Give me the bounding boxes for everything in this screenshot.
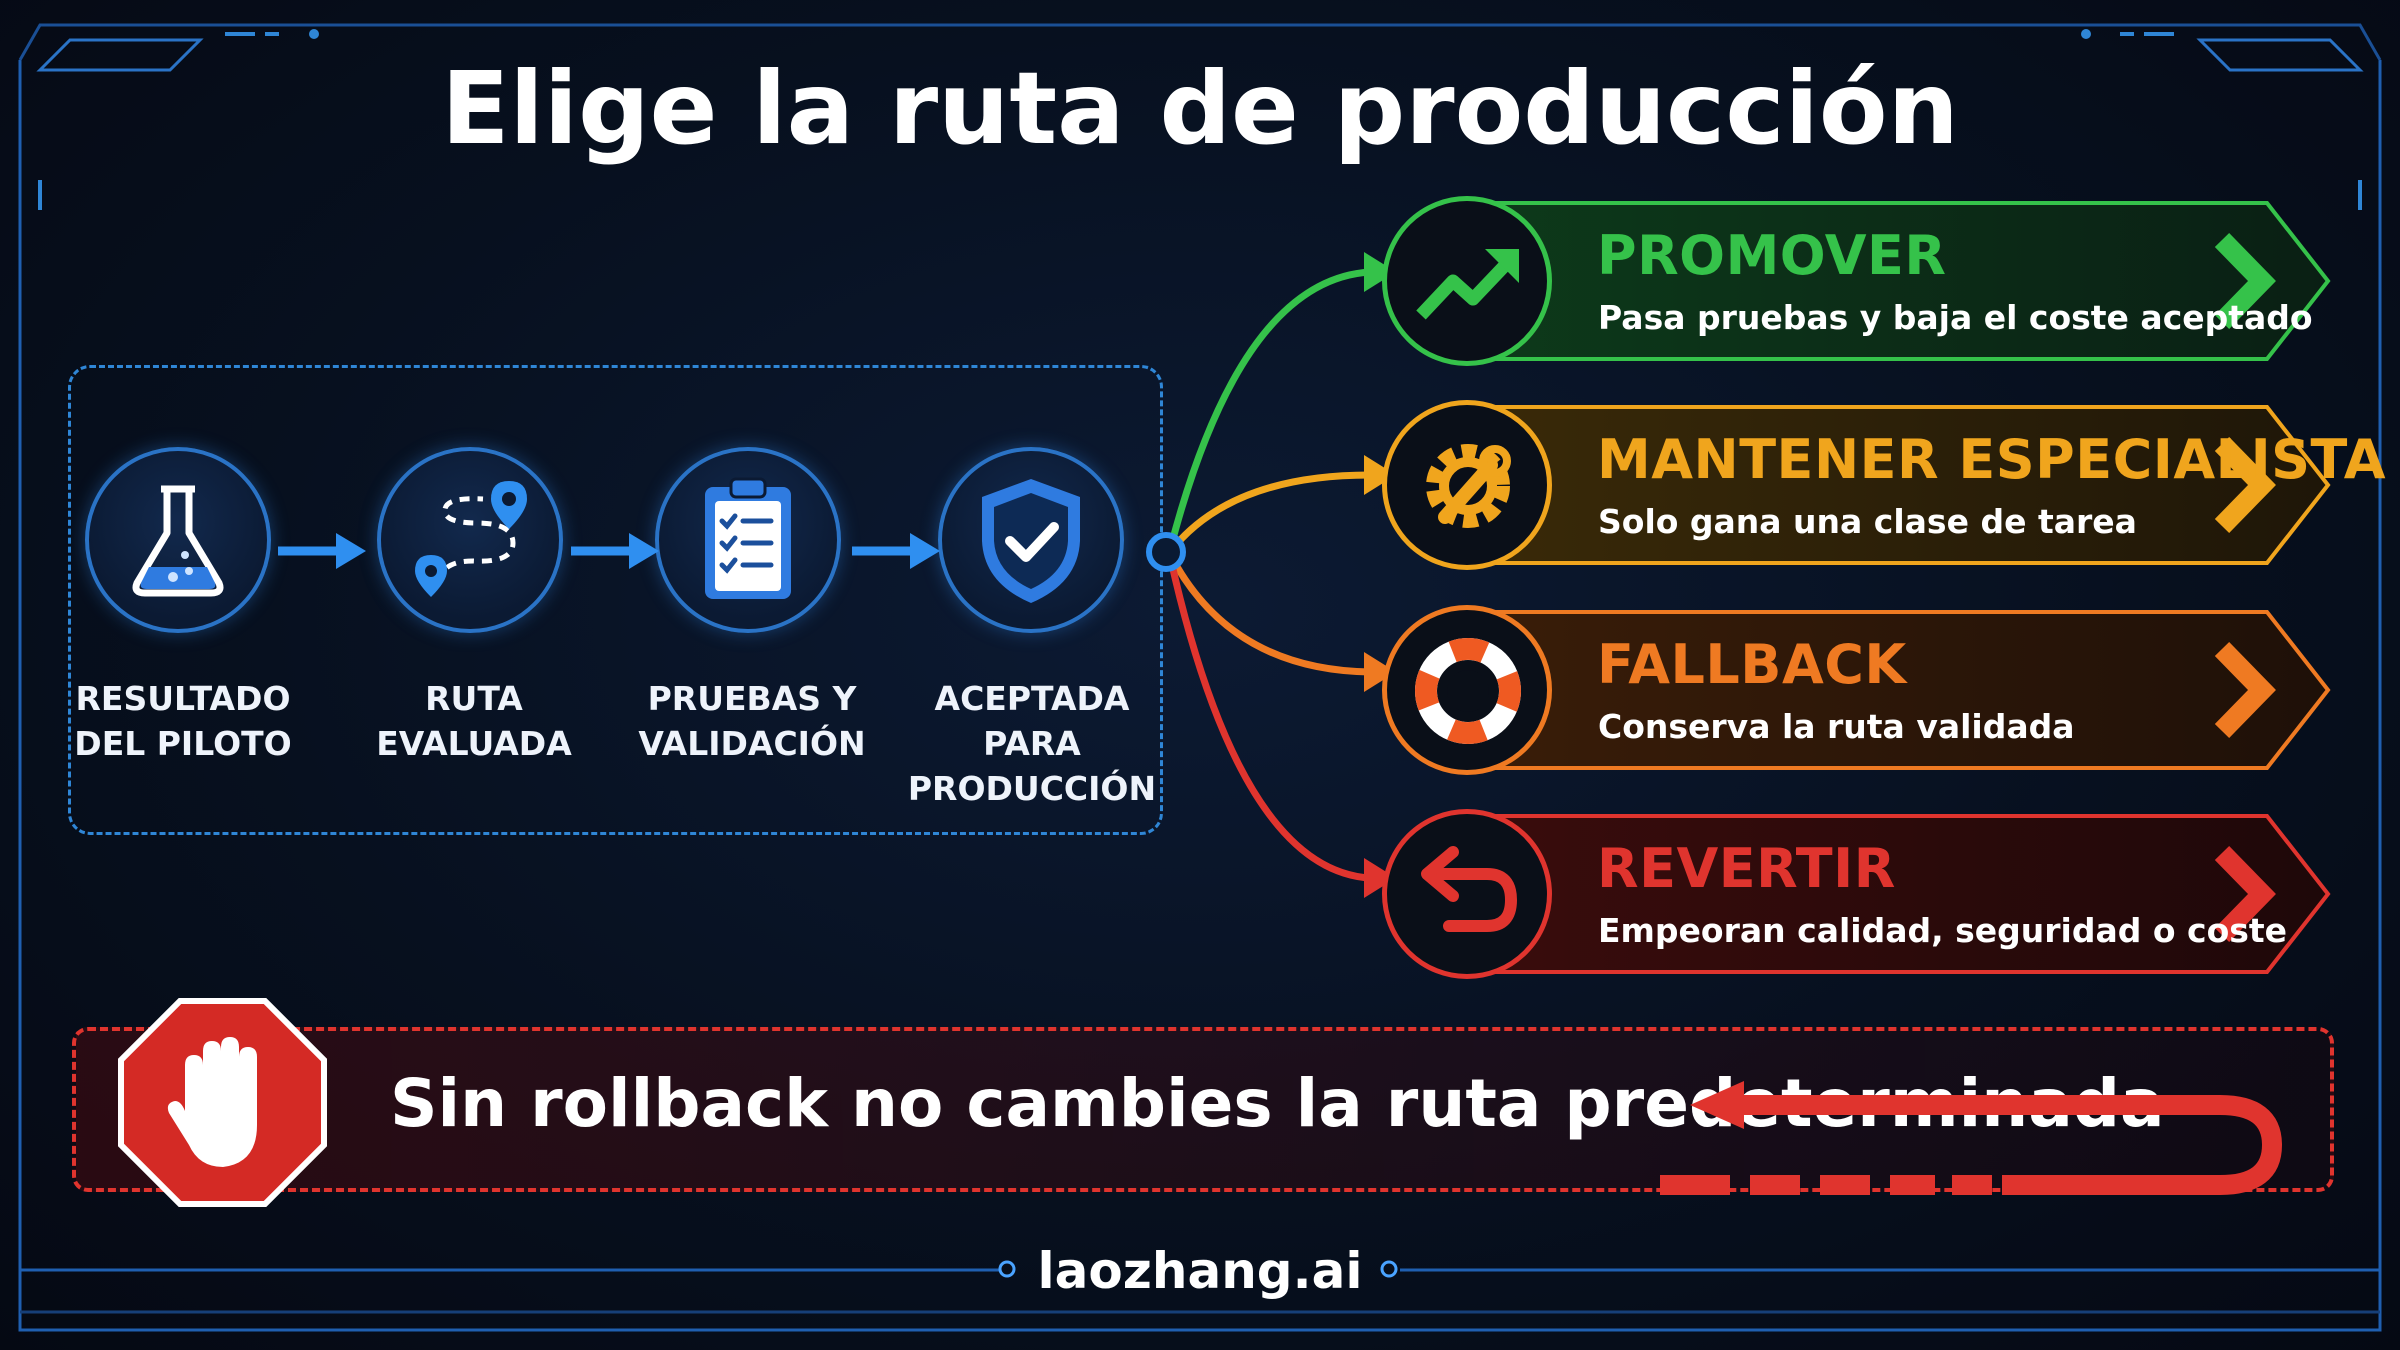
option-subtitle: Pasa pruebas y baja el coste aceptado bbox=[1598, 298, 2313, 337]
option-title: FALLBACK bbox=[1597, 633, 1907, 696]
clipboard-checklist-icon bbox=[705, 477, 791, 599]
trending-up-icon bbox=[1416, 249, 1519, 320]
undo-arrow-icon bbox=[1421, 846, 1518, 932]
shield-check-icon bbox=[982, 479, 1080, 603]
option-title: REVERTIR bbox=[1597, 837, 1896, 900]
chevron-right-icon bbox=[2214, 642, 2276, 738]
route-icon-circle bbox=[377, 447, 563, 633]
chevron-right-icon bbox=[2214, 437, 2276, 533]
option-subtitle: Conserva la ruta validada bbox=[1598, 707, 2075, 746]
option-title: PROMOVER bbox=[1597, 224, 1947, 287]
lifebuoy-icon bbox=[1415, 638, 1521, 744]
chevron-right-icon bbox=[2214, 846, 2276, 942]
gear-wrench-icon bbox=[1426, 444, 1511, 528]
return-arrow-icon bbox=[1660, 1081, 2283, 1195]
chevron-right-icon bbox=[2214, 233, 2276, 329]
flask-icon bbox=[132, 485, 224, 597]
option-title: MANTENER ESPECIALISTA bbox=[1597, 428, 2386, 491]
page-title: Elige la ruta de producción bbox=[441, 50, 1959, 167]
option-card-revertir[interactable]: REVERTIR Empeoran calidad, seguridad o c… bbox=[1382, 809, 2332, 979]
flow-arrow-1 bbox=[278, 533, 366, 569]
option-subtitle: Solo gana una clase de tarea bbox=[1598, 502, 2137, 541]
option-card-promover[interactable]: PROMOVER Pasa pruebas y baja el coste ac… bbox=[1382, 196, 2332, 366]
flow-arrow-2 bbox=[571, 533, 659, 569]
stop-hand-icon bbox=[118, 998, 327, 1207]
step-label-aceptada: ACEPTADA PARA PRODUCCIÓN bbox=[907, 679, 1157, 808]
step-label-ruta: RUTA EVALUADA bbox=[376, 679, 572, 763]
flow-arrow-3 bbox=[852, 533, 940, 569]
option-card-mantener[interactable]: MANTENER ESPECIALISTA Solo gana una clas… bbox=[1382, 400, 2386, 570]
option-card-fallback[interactable]: FALLBACK Conserva la ruta validada bbox=[1382, 605, 2332, 775]
shield-icon-circle bbox=[938, 447, 1124, 633]
pipeline-group bbox=[68, 365, 1163, 835]
step-label-resultado: RESULTADO DEL PILOTO bbox=[74, 679, 292, 763]
fallback-icon-ring bbox=[1382, 605, 1552, 775]
revertir-icon-ring bbox=[1382, 809, 1552, 979]
option-subtitle: Empeoran calidad, seguridad o coste bbox=[1598, 911, 2288, 950]
step-label-pruebas: PRUEBAS Y VALIDACIÓN bbox=[638, 679, 866, 763]
clipboard-icon-circle bbox=[655, 447, 841, 633]
mantener-icon-ring bbox=[1382, 400, 1552, 570]
footer-brand: laozhang.ai bbox=[1037, 1242, 1363, 1300]
route-icon bbox=[415, 481, 527, 597]
promover-icon-ring bbox=[1382, 196, 1552, 366]
branch-connectors bbox=[1146, 252, 1396, 898]
flask-icon-circle bbox=[85, 447, 271, 633]
